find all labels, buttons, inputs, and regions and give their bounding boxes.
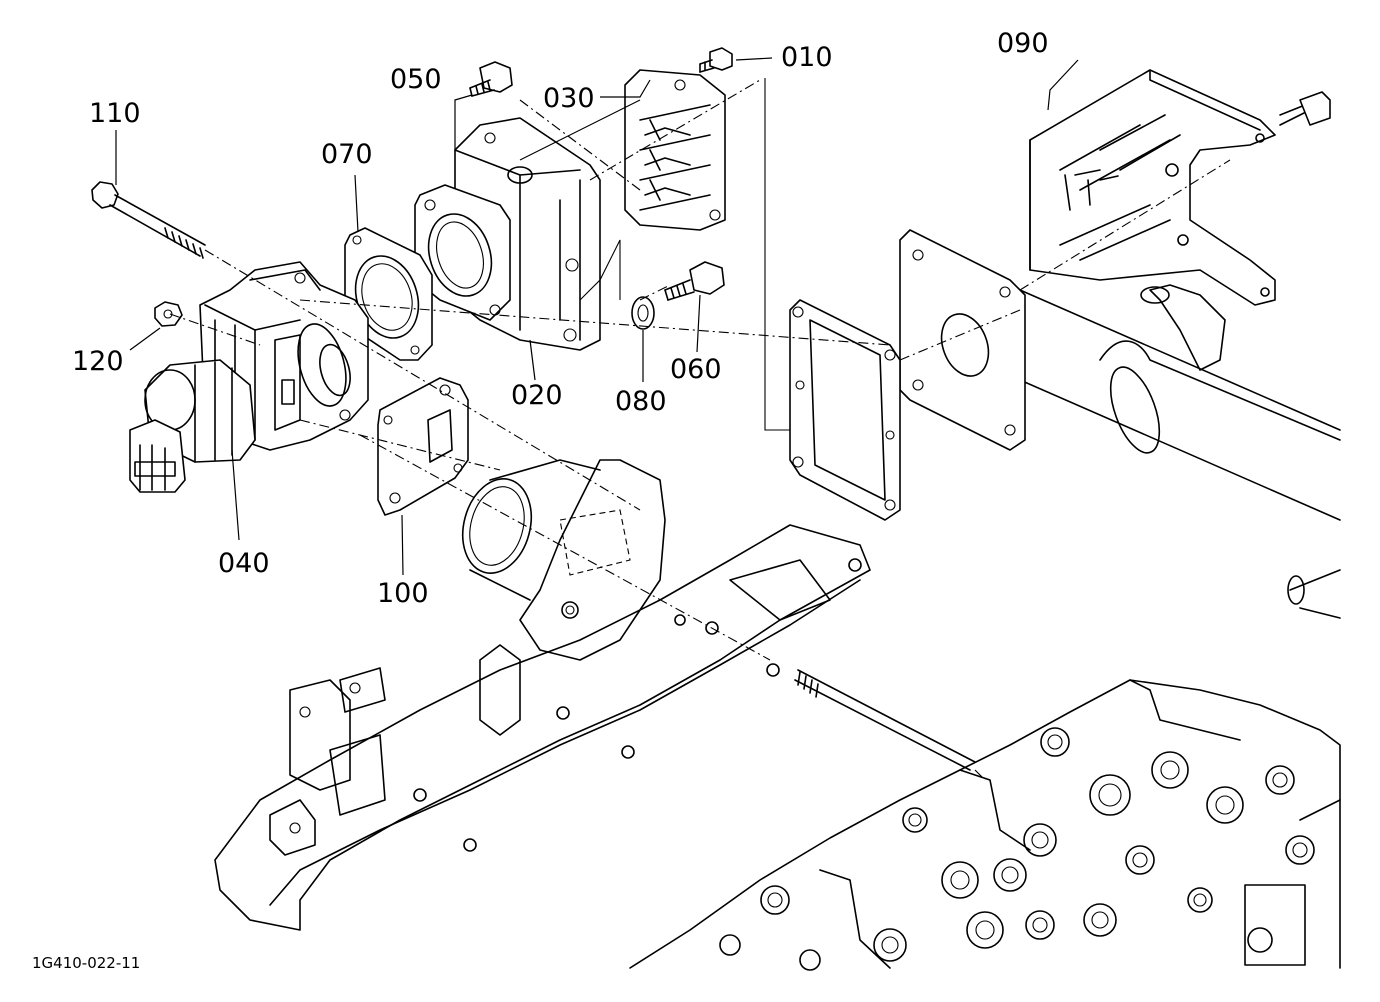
label-100: 100	[377, 578, 429, 609]
egr-cooler-pipe	[1019, 284, 1341, 619]
figure-id: 1G410-022-11	[32, 954, 140, 972]
label-120: 120	[72, 346, 124, 377]
egr-gasket-plate	[899, 229, 1026, 451]
part-110-bolt	[91, 181, 206, 259]
part-010-bolt	[699, 47, 733, 73]
part-120-nut	[154, 301, 183, 327]
leader-lines	[115, 57, 1079, 576]
part-090-heat-shield	[1029, 69, 1331, 306]
label-030: 030	[543, 83, 595, 114]
egr-gasket	[789, 299, 901, 521]
assembly-center-lines	[169, 78, 1231, 781]
part-030-reed-plate	[624, 69, 726, 231]
cylinder-head	[629, 679, 1341, 971]
part-040-egr-actuator	[129, 261, 369, 493]
label-060: 060	[670, 354, 722, 385]
label-080: 080	[615, 386, 667, 417]
label-050: 050	[390, 64, 442, 95]
manifold-stud	[794, 669, 976, 771]
label-020: 020	[511, 380, 563, 411]
intake-manifold	[214, 459, 871, 931]
part-060-bolt	[664, 261, 725, 301]
part-100-gasket	[377, 377, 469, 516]
label-110: 110	[89, 98, 141, 129]
label-070: 070	[321, 139, 373, 170]
part-labels: 010 020 030 040 050 060 070 080 090 100 …	[32, 28, 1049, 972]
label-090: 090	[997, 28, 1049, 59]
part-080-washer	[631, 296, 655, 330]
part-050-bolt	[469, 61, 513, 97]
label-040: 040	[218, 548, 270, 579]
part-020-egr-housing	[414, 117, 601, 351]
label-010: 010	[781, 42, 833, 73]
